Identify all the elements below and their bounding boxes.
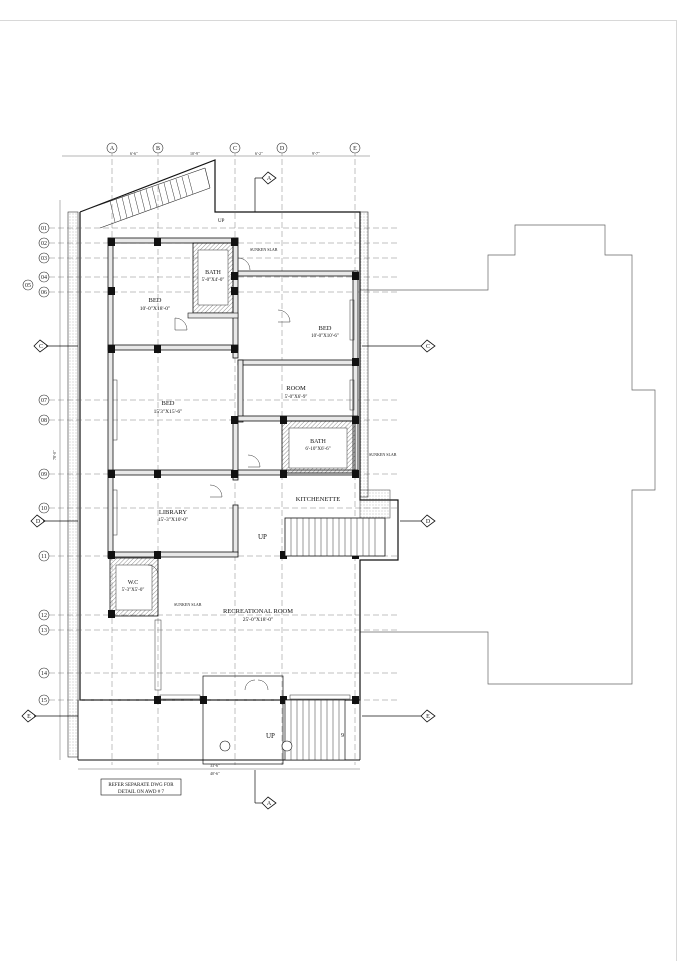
section-a-top: A (267, 176, 272, 182)
note-up-entrance: UP (266, 732, 275, 740)
grid-row-06: 06 (41, 290, 47, 296)
top-staircase (84, 167, 211, 229)
grid-row-07: 07 (41, 398, 47, 404)
section-d-right: D (426, 519, 431, 525)
porch-pillar-left (219, 740, 231, 752)
section-e-left: E (27, 714, 31, 720)
dim-top-bc: 10'-9" (190, 151, 200, 156)
grid-row-09: 09 (41, 472, 47, 478)
room-library-name: LIBRARY (159, 509, 187, 516)
dim-top-cd: 6'-2" (255, 151, 263, 156)
grid-row-13: 13 (41, 628, 47, 634)
grid-row-01: 01 (41, 226, 47, 232)
room-wc-size: 5'-3"X5'-0" (122, 588, 145, 593)
grid-row-10: 10 (41, 506, 47, 512)
grid-row-03: 03 (41, 256, 47, 262)
kitchenette-stair (284, 517, 386, 557)
dim-top-ab: 6'-6" (130, 151, 138, 156)
bath1-floor (197, 249, 229, 306)
grid-row-08: 08 (41, 418, 47, 424)
entrance-stair-treads (290, 700, 340, 760)
room-recreational-name: RECREATIONAL ROOM (223, 608, 293, 615)
dim-left-total: 78'-0" (52, 450, 57, 460)
section-d-left: D (36, 519, 41, 525)
refer-note-line2: DETAIL ON AWD # 7 (118, 790, 164, 795)
bath1-door-wall (187, 312, 239, 319)
dim-top-de: 9'-7" (312, 151, 320, 156)
porch-pillar-right (281, 740, 293, 752)
outer-wall-zone (67, 211, 79, 758)
kitchenette-stair-treads (290, 518, 376, 556)
top-stair-treads (109, 174, 194, 223)
room-bed1-size: 10'-0"X18'-0" (140, 306, 171, 312)
section-a-bottom: A (267, 801, 272, 807)
note-up-kitchenette: UP (258, 533, 267, 541)
grid-col-a: A (110, 146, 115, 152)
refer-note-line1: REFER SEPARATE DWG FOR (108, 783, 174, 788)
room-room-name: ROOM (286, 385, 306, 392)
dim-bottom-total: 33'-6" (210, 763, 220, 768)
grid-col-b: B (156, 146, 160, 152)
dim-bottom-total2: 40'-6" (210, 771, 220, 776)
section-lines (34, 177, 421, 804)
note-sunken-slab-1: SUNKEN SLAB (250, 247, 278, 252)
grid-row-14: 14 (41, 671, 47, 677)
room-recreational-size: 25'-0"X18'-0" (243, 617, 274, 623)
room-library-size: 15'-3"X10'-0" (158, 517, 189, 523)
kitchenette-slab (359, 489, 391, 519)
grid-row-05: 05 (25, 283, 31, 289)
row-grid-bubbles (22, 222, 50, 706)
room-room-size: 5'-0"X6'-9" (285, 395, 308, 400)
room-bath1-size: 5'-0"X4'-0" (202, 278, 225, 283)
room-wc-name: W.C (128, 580, 139, 586)
windows (112, 299, 355, 700)
up-label-top: UP (218, 219, 225, 224)
room-bed2-size: 10'-0"X10'-6" (311, 334, 339, 339)
section-c-right: C (426, 344, 430, 350)
note-stair-number: 9 (341, 733, 344, 739)
wc-floor (115, 564, 153, 611)
grid-row-11: 11 (41, 554, 47, 560)
site-outline-upper (360, 224, 656, 520)
grid-row-02: 02 (41, 241, 47, 247)
room-bed3-size: 15'3"X15'-6" (154, 409, 183, 415)
grid-row-04: 04 (41, 275, 47, 281)
grid-col-e: E (353, 146, 357, 152)
section-e-right: E (426, 714, 430, 720)
note-sunken-slab-2: SUNKEN SLAB (369, 452, 397, 457)
note-sunken-slab-3: SUNKEN SLAB (174, 602, 202, 607)
section-c-left: C (39, 344, 43, 350)
sheet-border (0, 20, 677, 961)
grid-col-d: D (280, 146, 285, 152)
grid-row-12: 12 (41, 613, 47, 619)
room-bath2-size: 6'-10"X6'-6" (305, 447, 330, 452)
right-wall-zone (359, 211, 369, 498)
column-grid-bubbles (106, 142, 361, 154)
structural-columns (108, 238, 359, 704)
grid-col-c: C (233, 146, 237, 152)
refer-note-box (100, 778, 182, 796)
porch (202, 675, 284, 765)
grid-row-15: 15 (41, 698, 47, 704)
door-swings (147, 257, 291, 691)
room-bath1-name: BATH (205, 270, 221, 276)
room-bed3-name: BED (162, 400, 175, 407)
room-bed1-name: BED (149, 297, 162, 304)
section-markers (21, 171, 436, 810)
room-kitchenette-name: KITCHENETTE (296, 496, 340, 503)
room-bath2-name: BATH (310, 439, 326, 445)
site-outline-lower (360, 520, 633, 685)
room-bed2-name: BED (319, 325, 332, 332)
bath2-floor (288, 427, 348, 469)
